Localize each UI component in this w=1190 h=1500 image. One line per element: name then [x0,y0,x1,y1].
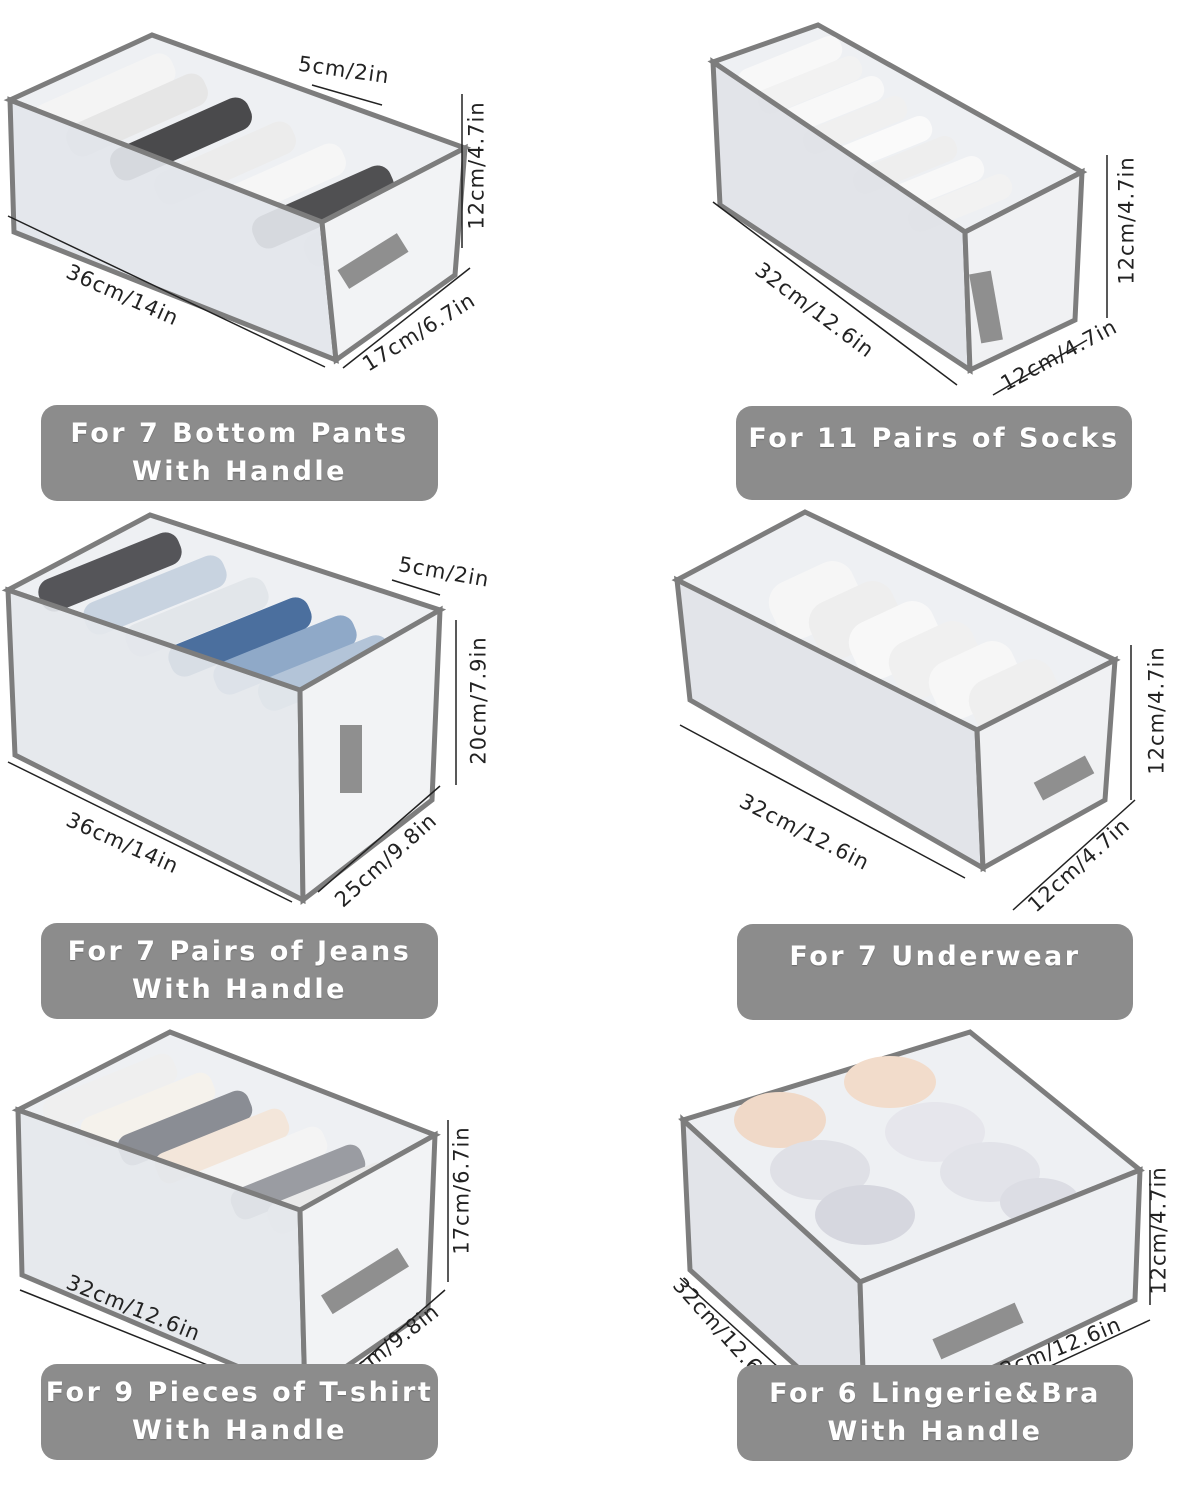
lingerie-height-label: 12cm/4.7in [1146,1166,1171,1295]
socks-organizer-image [707,22,1108,396]
jeans-organizer-image [1,512,457,906]
socks-caption-line1: For 11 Pairs of Socks [748,423,1120,454]
tshirt-caption-line1: For 9 Pieces of T-shirt [45,1377,434,1408]
handle-icon [932,1302,1024,1360]
jeans-caption: For 7 Pairs of Jeans With Handle [41,923,438,1019]
tshirt-height-label: 17cm/6.7in [449,1126,474,1255]
pants-organizer-image [3,32,472,369]
handle-icon [1033,755,1095,801]
panel-underwear: 12cm/4.7in 32cm/12.6in 12cm/4.7in For 7 … [595,500,1190,1020]
handle-icon [969,270,1003,344]
panel-pants: 5cm/2in 12cm/4.7in 36cm/14in 17cm/6.7in … [0,0,595,501]
jeans-caption-line1: For 7 Pairs of Jeans [67,936,412,967]
lingerie-caption-line1: For 6 Lingerie&Bra [769,1378,1101,1409]
jeans-caption-line2: With Handle [132,974,347,1005]
folded-underwear [768,561,1062,737]
lingerie-caption: For 6 Lingerie&Bra With Handle [737,1365,1133,1461]
pants-caption-line2: With Handle [132,456,347,487]
socks-caption: For 11 Pairs of Socks [736,406,1132,500]
handle-icon [337,233,409,289]
underwear-height-label: 12cm/4.7in [1144,646,1169,775]
tshirt-caption: For 9 Pieces of T-shirt With Handle [41,1364,438,1460]
bras [734,1056,1080,1245]
tshirt-caption-line2: With Handle [132,1415,347,1446]
pants-height-label: 12cm/4.7in [464,101,489,230]
underwear-caption-line1: For 7 Underwear [789,941,1081,972]
socks-height-label: 12cm/4.7in [1114,156,1139,285]
jeans-height-label: 20cm/7.9in [466,636,491,765]
panel-lingerie: 12cm/4.7in 32cm/12.6in 32cm/12.6in For 6… [595,1020,1190,1500]
handle-icon [321,1247,409,1315]
underwear-caption: For 7 Underwear [737,924,1133,1020]
pants-caption-line1: For 7 Bottom Pants [70,418,409,449]
handle-icon [340,725,362,793]
lingerie-caption-line2: With Handle [827,1416,1043,1447]
underwear-organizer-image [671,509,1136,911]
panel-jeans: 5cm/2in 20cm/7.9in 36cm/14in 25cm/9.8in … [0,500,595,1020]
panel-socks: 12cm/4.7in 32cm/12.6in 12cm/4.7in For 11… [595,0,1190,500]
tshirt-organizer-image [11,1029,449,1400]
lingerie-organizer-image [678,1029,1151,1446]
pants-caption: For 7 Bottom Pants With Handle [41,405,438,501]
panel-tshirt: 17cm/6.7in 32cm/12.6in 25cm/9.8in For 9 … [0,1020,595,1500]
